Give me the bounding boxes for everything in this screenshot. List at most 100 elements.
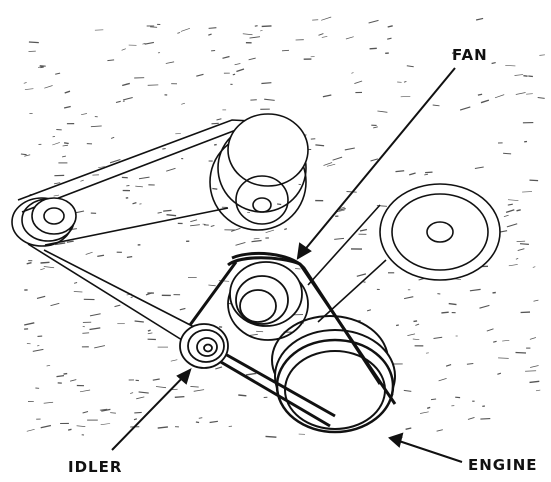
engine-label: ENGINE: [468, 456, 538, 474]
texture-mark: [321, 36, 328, 38]
texture-mark: [208, 33, 212, 36]
texture-mark: [459, 106, 471, 111]
texture-mark: [436, 429, 443, 432]
texture-mark: [322, 94, 332, 98]
texture-mark: [425, 171, 433, 174]
texture-mark: [99, 408, 108, 411]
texture-mark: [515, 351, 527, 354]
texture-mark: [190, 219, 198, 223]
fan-pulley: [227, 261, 309, 341]
texture-mark: [260, 30, 263, 32]
texture-mark: [530, 365, 539, 368]
texture-mark: [265, 229, 275, 234]
texture-mark: [73, 282, 78, 284]
texture-mark: [208, 27, 217, 29]
texture-mark: [62, 155, 66, 158]
texture-mark: [387, 37, 392, 40]
texture-mark: [147, 329, 151, 332]
pointer-arrows: [111, 67, 463, 463]
texture-mark: [430, 398, 437, 401]
texture-mark: [432, 104, 440, 107]
texture-mark: [190, 224, 200, 227]
texture-mark: [261, 25, 272, 28]
texture-mark: [406, 65, 414, 68]
texture-mark: [261, 82, 272, 85]
texture-mark: [370, 158, 379, 162]
texture-mark: [539, 54, 545, 56]
texture-mark: [528, 75, 533, 78]
texture-mark: [529, 179, 539, 182]
texture-mark: [40, 268, 45, 271]
texture-mark: [24, 154, 31, 157]
texture-mark: [334, 237, 345, 240]
texture-mark: [413, 320, 418, 323]
lower-left-belt: [27, 243, 201, 346]
texture-mark: [480, 418, 491, 420]
texture-mark: [318, 33, 324, 36]
texture-mark: [54, 182, 61, 185]
texture-mark: [295, 268, 301, 270]
texture-mark: [82, 411, 89, 414]
texture-mark: [222, 55, 230, 59]
texture-mark: [100, 423, 111, 425]
fan-label: FAN: [452, 46, 488, 64]
texture-mark: [89, 313, 101, 317]
texture-mark: [39, 65, 46, 67]
texture-mark: [508, 264, 518, 267]
texture-mark: [81, 113, 87, 116]
texture-mark: [147, 332, 153, 335]
texture-mark: [516, 209, 521, 212]
texture-mark: [480, 99, 490, 104]
left-pulley: [11, 197, 77, 247]
texture-mark: [281, 49, 290, 52]
texture-mark: [387, 25, 393, 28]
fan-belt: [188, 251, 397, 428]
texture-mark: [76, 425, 86, 427]
texture-mark: [134, 411, 142, 414]
texture-mark: [377, 110, 388, 113]
texture-mark: [212, 187, 218, 190]
texture-mark: [441, 311, 449, 314]
texture-mark: [232, 73, 236, 76]
texture-mark: [63, 372, 68, 375]
texture-mark: [73, 291, 83, 293]
texture-mark: [498, 357, 509, 359]
texture-mark: [79, 389, 91, 393]
texture-mark: [26, 262, 32, 265]
texture-mark: [69, 379, 77, 382]
texture-mark: [196, 73, 204, 77]
texture-mark: [157, 426, 168, 429]
texture-mark: [284, 228, 288, 231]
texture-mark: [238, 394, 247, 397]
texture-mark: [515, 258, 519, 260]
texture-mark: [234, 63, 241, 66]
texture-mark: [235, 241, 246, 246]
texture-mark: [474, 166, 484, 170]
texture-mark: [493, 340, 497, 343]
texture-mark: [132, 201, 137, 205]
texture-mark: [351, 72, 354, 74]
texture-mark: [62, 144, 69, 147]
texture-mark: [537, 97, 545, 99]
texture-mark: [522, 191, 533, 193]
texture-mark: [514, 74, 524, 76]
fan-arrowhead: [296, 242, 312, 260]
texture-mark: [507, 199, 519, 201]
engine-pointer-line: [389, 437, 463, 463]
texture-mark: [395, 324, 399, 327]
texture-mark: [216, 118, 222, 121]
texture-mark: [133, 418, 138, 421]
texture-mark: [519, 243, 529, 245]
texture-mark: [179, 307, 186, 311]
texture-mark: [265, 435, 277, 438]
texture-mark: [157, 211, 162, 214]
texture-mark: [503, 214, 509, 217]
texture-mark: [80, 179, 84, 182]
texture-mark: [326, 163, 336, 167]
texture-mark: [63, 105, 71, 109]
texture-mark: [52, 142, 60, 146]
texture-mark: [448, 302, 457, 306]
texture-mark: [403, 80, 407, 83]
texture-mark: [32, 348, 44, 352]
texture-mark: [451, 52, 455, 54]
